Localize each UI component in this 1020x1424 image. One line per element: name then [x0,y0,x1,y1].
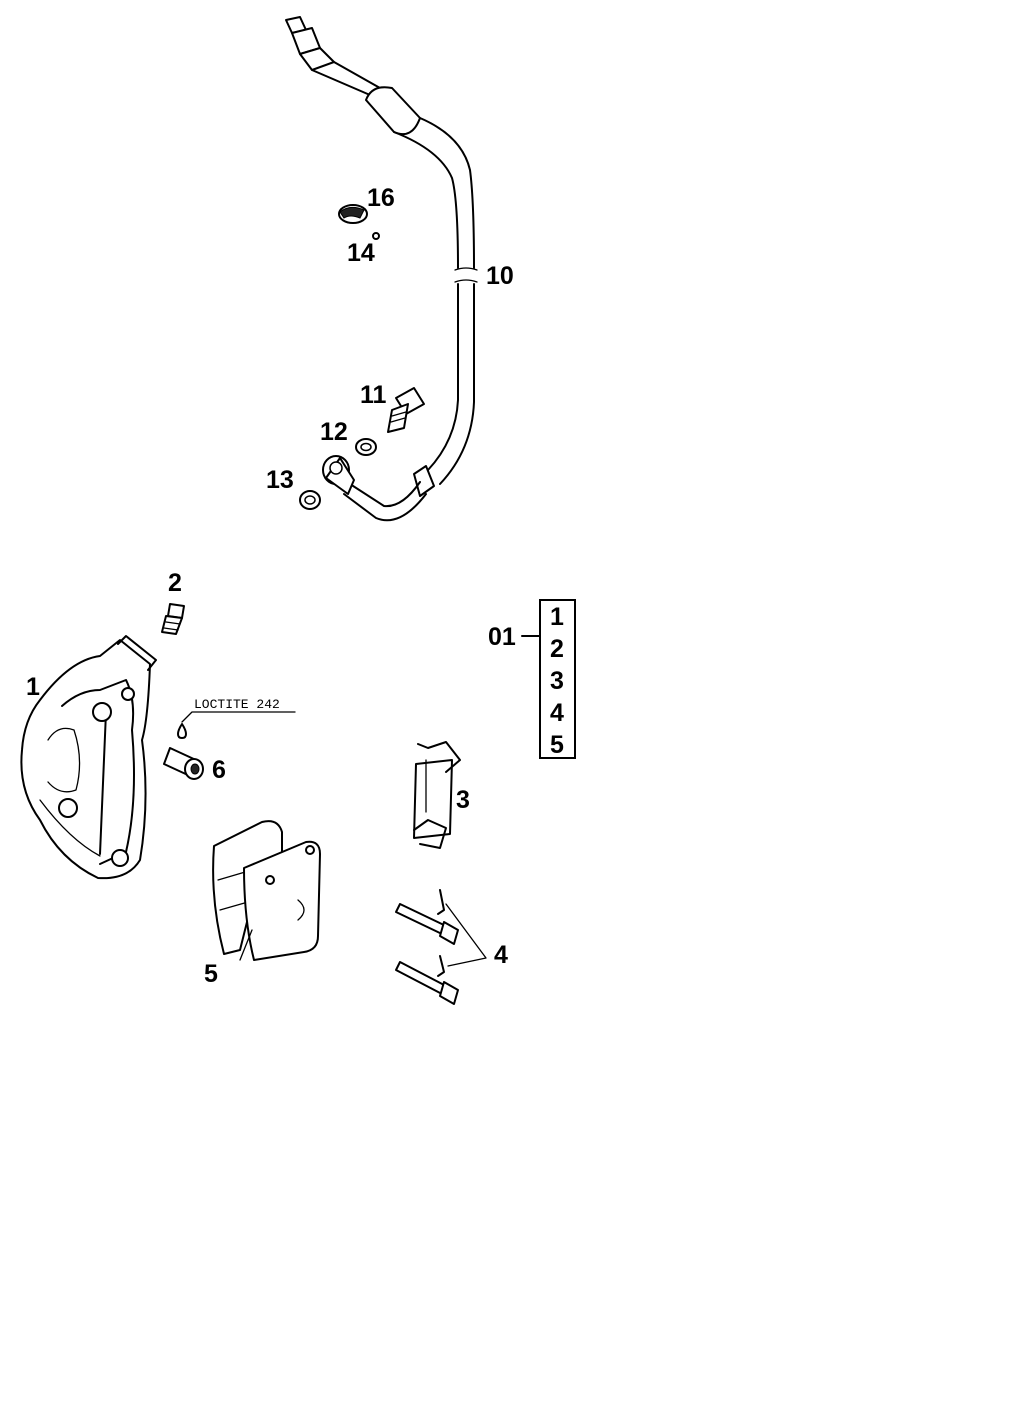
kit-item-1: 1 [550,603,564,631]
kit-label: 01 [488,623,516,651]
callout-12: 12 [320,418,348,446]
pad-pins [395,889,487,1005]
kit-item-2: 2 [550,635,564,663]
callout-11: 11 [360,381,387,409]
callout-6: 6 [212,756,226,784]
bleeder-valve [161,603,185,635]
kit-box [521,599,576,759]
callout-2: 2 [168,569,182,597]
kit-item-3: 3 [550,667,564,695]
brake-caliper [20,635,157,880]
pad-spring [413,741,461,849]
kit-item-4: 4 [550,699,564,727]
callout-13: 13 [266,466,294,494]
callout-1: 1 [26,673,40,701]
loctite-note: LOCTITE 242 [194,697,280,712]
banjo-bolt [387,387,425,433]
callout-3: 3 [456,786,470,814]
brake-hose [285,16,478,522]
brake-pads [212,820,321,961]
callout-5: 5 [204,960,218,988]
caliper-screw [163,711,296,780]
kit-item-5: 5 [550,731,564,759]
callout-10: 10 [486,262,514,290]
callout-4: 4 [494,941,508,969]
callout-16: 16 [367,184,395,212]
hose-clamp [338,204,380,240]
callout-14: 14 [347,239,375,267]
